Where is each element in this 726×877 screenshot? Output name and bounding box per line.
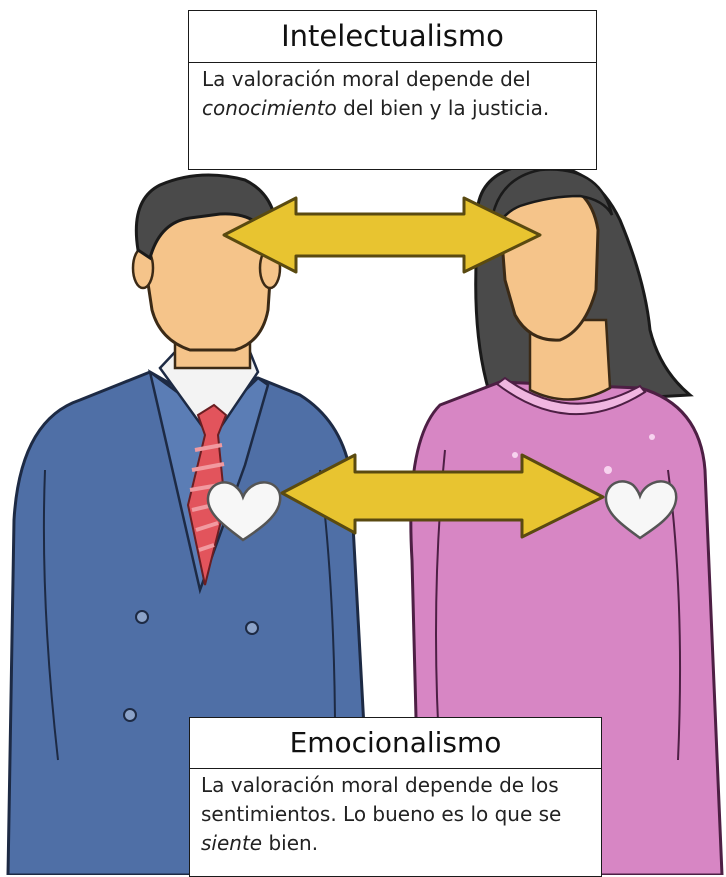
description-text: La valoración moral depende del	[202, 67, 531, 91]
emocionalismo-title: Emocionalismo	[289, 726, 502, 759]
description-text-end: bien.	[262, 831, 319, 855]
woman-heart-icon	[604, 480, 678, 540]
man-heart-icon	[206, 481, 282, 542]
double-arrow-bottom	[280, 453, 605, 539]
description-emphasis: conocimiento	[202, 96, 337, 120]
double-arrow-top	[222, 196, 542, 274]
emocionalismo-box: Emocionalismo La valoración moral depend…	[189, 717, 602, 877]
title-divider	[189, 62, 596, 63]
intelectualismo-description: La valoración moral depende del conocimi…	[202, 65, 592, 123]
title-divider	[190, 768, 601, 769]
description-emphasis: siente	[201, 831, 263, 855]
intelectualismo-title: Intelectualismo	[281, 19, 504, 53]
description-text-end: del bien y la justicia.	[336, 96, 550, 120]
intelectualismo-box: Intelectualismo La valoración moral depe…	[188, 10, 597, 170]
description-text: La valoración moral depende de los senti…	[201, 773, 562, 826]
emocionalismo-description: La valoración moral depende de los senti…	[201, 771, 599, 858]
